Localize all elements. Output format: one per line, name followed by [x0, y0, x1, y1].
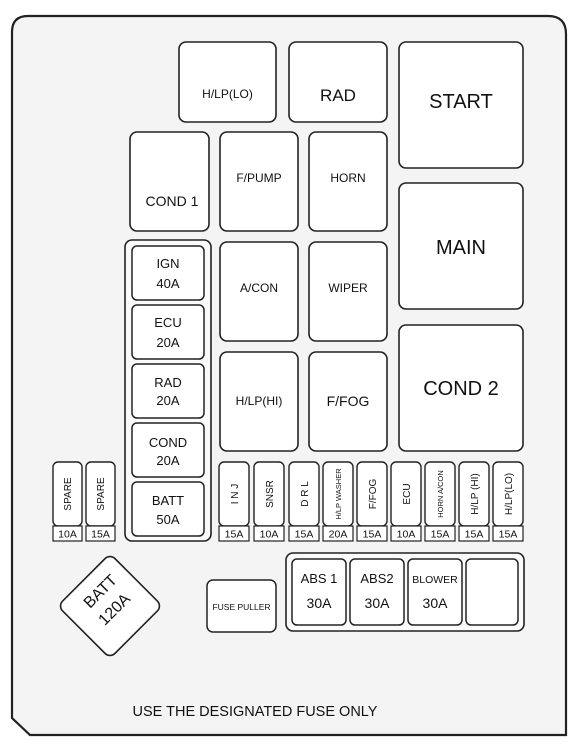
fuse-main-label: MAIN: [436, 237, 486, 259]
mini-fuse-amp: 20A: [329, 529, 348, 541]
mini-fuse-amp: 15A: [225, 529, 244, 541]
mini-fuse-amp: 10A: [397, 529, 416, 541]
bottom-fuse-amp: 30A: [365, 595, 391, 611]
mini-fuse-amp: 15A: [295, 529, 314, 541]
fuse-abs1: ABS 1 30A: [291, 558, 347, 626]
fuse-abs2: ABS2 30A: [349, 558, 405, 626]
cartridge-fuse-cond: COND 20A: [131, 422, 205, 478]
cartridge-fuse-rad: RAD 20A: [131, 363, 205, 419]
mini-fuse-name: H/LP (HI): [470, 473, 481, 515]
mini-fuse-hlp-hi: H/LP (HI) 15A: [458, 461, 490, 542]
relay-horn: HORN: [308, 131, 388, 232]
bottom-fuse-amp: 30A: [307, 595, 333, 611]
cartridge-fuse-block: IGN 40A ECU 20A RAD 20A COND 20A BATT 50…: [124, 239, 212, 542]
cartridge-fuse-name: RAD: [154, 375, 181, 390]
mini-fuse-amp: 10A: [260, 529, 279, 541]
cartridge-fuse-batt: BATT 50A: [131, 481, 205, 537]
fuse-main: MAIN: [398, 182, 524, 310]
mini-fuse-snsr: SNSR 10A: [253, 461, 285, 542]
mini-fuse-hlp-lo: H/LP(LO) 15A: [492, 461, 524, 542]
mini-fuse-amp: 15A: [431, 529, 450, 541]
spare-fuse-15a: SPARE 15A: [85, 461, 116, 542]
relay-horn-label: HORN: [330, 171, 365, 185]
mini-fuse-horn-acon: HORN A/CON 15A: [424, 461, 456, 542]
bottom-fuse-amp: 30A: [423, 595, 449, 611]
bottom-fuse-name: BLOWER: [412, 574, 458, 586]
mini-fuse-hlp-washer: H/LP WASHER 20A: [322, 461, 354, 542]
cartridge-fuse-name: COND: [149, 435, 187, 450]
relay-ffog-label: F/FOG: [327, 393, 370, 409]
mini-fuse-ecu: ECU 10A: [390, 461, 422, 542]
mini-fuse-ffog: F/FOG 15A: [356, 461, 388, 542]
designated-fuse-notice: USE THE DESIGNATED FUSE ONLY: [133, 704, 378, 720]
fuse-start-label: START: [429, 91, 493, 113]
mini-fuse-name: SNSR: [265, 480, 276, 508]
mini-fuse-name: HORN A/CON: [436, 470, 445, 518]
relay-wiper: WIPER: [308, 241, 388, 342]
relay-cond1-label: COND 1: [146, 193, 199, 209]
mini-fuse-amp: 10A: [58, 529, 77, 541]
cartridge-fuse-amp: 20A: [156, 335, 179, 350]
fuse-puller-label: FUSE PULLER: [212, 602, 270, 612]
mini-fuse-amp: 15A: [363, 529, 382, 541]
fuse-rad: RAD: [288, 41, 388, 123]
mini-fuse-name: H/LP(LO): [504, 473, 515, 515]
cartridge-fuse-ecu: ECU 20A: [131, 304, 205, 360]
fuse-cond2: COND 2: [398, 324, 524, 452]
mini-fuse-row: I N J 15A SNSR 10A D R L 15A H/LP WASHER…: [218, 461, 524, 542]
mini-fuse-name: ECU: [402, 483, 413, 504]
cartridge-fuse-amp: 50A: [156, 512, 179, 527]
mini-fuse-amp: 15A: [499, 529, 518, 541]
bottom-fuse-name: ABS2: [360, 571, 393, 586]
cartridge-fuse-name: IGN: [156, 256, 179, 271]
mini-fuse-name: F/FOG: [368, 479, 379, 510]
cartridge-fuse-amp: 40A: [156, 276, 179, 291]
mini-fuse-amp: 15A: [91, 529, 110, 541]
relay-fpump: F/PUMP: [219, 131, 299, 232]
cartridge-fuse-amp: 20A: [156, 453, 179, 468]
relay-wiper-label: WIPER: [328, 281, 368, 295]
mini-fuse-name: SPARE: [63, 477, 74, 510]
relay-ffog: F/FOG: [308, 351, 388, 452]
bottom-fuse-block: ABS 1 30A ABS2 30A BLOWER 30A: [285, 552, 525, 632]
relay-acon-label: A/CON: [240, 281, 278, 295]
fuse-cond2-label: COND 2: [423, 378, 499, 400]
fuse-empty-slot: [465, 558, 519, 626]
cartridge-fuse-amp: 20A: [156, 393, 179, 408]
mini-fuse-drl: D R L 15A: [288, 461, 320, 542]
fuse-hlp-lo-label: H/LP(LO): [202, 87, 253, 101]
relay-fpump-label: F/PUMP: [236, 171, 281, 185]
fuse-rad-label: RAD: [320, 86, 356, 105]
mini-fuse-inj: I N J 15A: [218, 461, 250, 542]
mini-fuse-amp: 15A: [465, 529, 484, 541]
fuse-start: START: [398, 41, 524, 169]
mini-fuse-name: H/LP WASHER: [334, 468, 343, 520]
relay-acon: A/CON: [219, 241, 299, 342]
mini-fuse-name: SPARE: [96, 477, 107, 510]
cartridge-fuse-ign: IGN 40A: [131, 245, 205, 301]
fuse-puller: FUSE PULLER: [206, 579, 277, 633]
mini-fuse-name: D R L: [300, 481, 311, 507]
spare-fuse-10a: SPARE 10A: [52, 461, 83, 542]
relay-cond1: COND 1: [129, 131, 210, 232]
relay-hlp-hi-label: H/LP(HI): [236, 394, 283, 408]
fuse-blower: BLOWER 30A: [407, 558, 463, 626]
bottom-fuse-name: ABS 1: [301, 571, 338, 586]
cartridge-fuse-name: ECU: [154, 315, 181, 330]
mini-fuse-name: I N J: [230, 484, 241, 505]
relay-hlp-hi: H/LP(HI): [219, 351, 299, 452]
fuse-hlp-lo: H/LP(LO): [178, 41, 277, 123]
cartridge-fuse-name: BATT: [152, 493, 184, 508]
batt-main-fuse: BATT 120A: [59, 555, 161, 657]
